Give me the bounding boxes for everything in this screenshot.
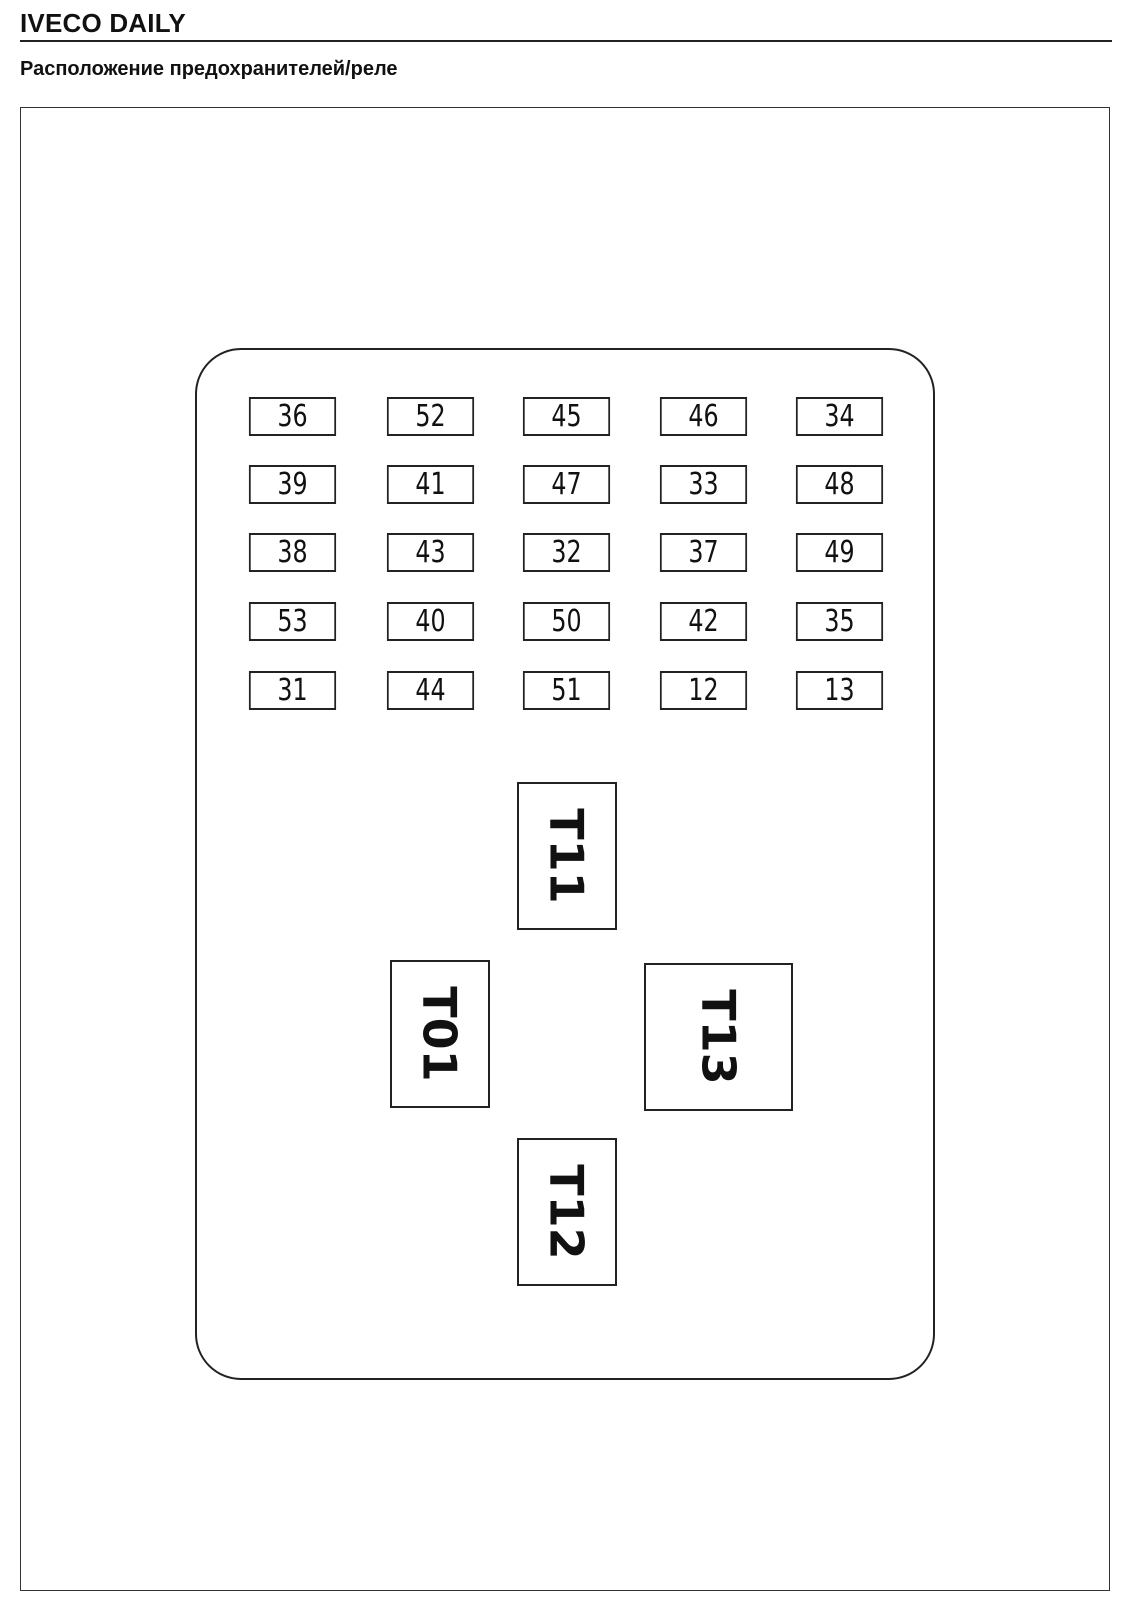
fuse-52: 52 xyxy=(386,397,475,436)
relay-t11: T11 xyxy=(517,782,617,930)
fuse-33: 33 xyxy=(659,465,748,504)
fuse-39: 39 xyxy=(248,465,337,504)
fuse-53: 53 xyxy=(248,602,337,641)
fuse-12: 12 xyxy=(659,671,748,710)
fuse-46: 46 xyxy=(659,397,748,436)
fuse-42: 42 xyxy=(659,602,748,641)
fuse-48: 48 xyxy=(795,465,884,504)
fuse-41: 41 xyxy=(386,465,475,504)
fuse-13: 13 xyxy=(795,671,884,710)
fuse-38: 38 xyxy=(248,533,337,572)
relay-t11-label: T11 xyxy=(540,808,594,904)
fuse-36: 36 xyxy=(248,397,337,436)
fuse-45: 45 xyxy=(522,397,611,436)
page-subtitle: Расположение предохранителей/реле xyxy=(20,58,398,80)
fuse-box-panel xyxy=(195,348,935,1380)
relay-t01-label: T01 xyxy=(413,986,467,1082)
fuse-35: 35 xyxy=(795,602,884,641)
relay-t13-label: T13 xyxy=(691,989,746,1085)
fuse-37: 37 xyxy=(659,533,748,572)
fuse-49: 49 xyxy=(795,533,884,572)
fuse-50: 50 xyxy=(522,602,611,641)
header-rule xyxy=(20,40,1112,42)
fuse-44: 44 xyxy=(386,671,475,710)
fuse-40: 40 xyxy=(386,602,475,641)
brand-title: IVECO DAILY xyxy=(20,8,186,38)
relay-t12: T12 xyxy=(517,1138,617,1286)
relay-t01: T01 xyxy=(390,960,490,1108)
fuse-34: 34 xyxy=(795,397,884,436)
fuse-43: 43 xyxy=(386,533,475,572)
fuse-51: 51 xyxy=(522,671,611,710)
fuse-47: 47 xyxy=(522,465,611,504)
fuse-31: 31 xyxy=(248,671,337,710)
fuse-32: 32 xyxy=(522,533,611,572)
relay-t13: T13 xyxy=(644,963,793,1111)
relay-t12-label: T12 xyxy=(540,1164,594,1260)
drawing-frame xyxy=(20,107,1110,1591)
